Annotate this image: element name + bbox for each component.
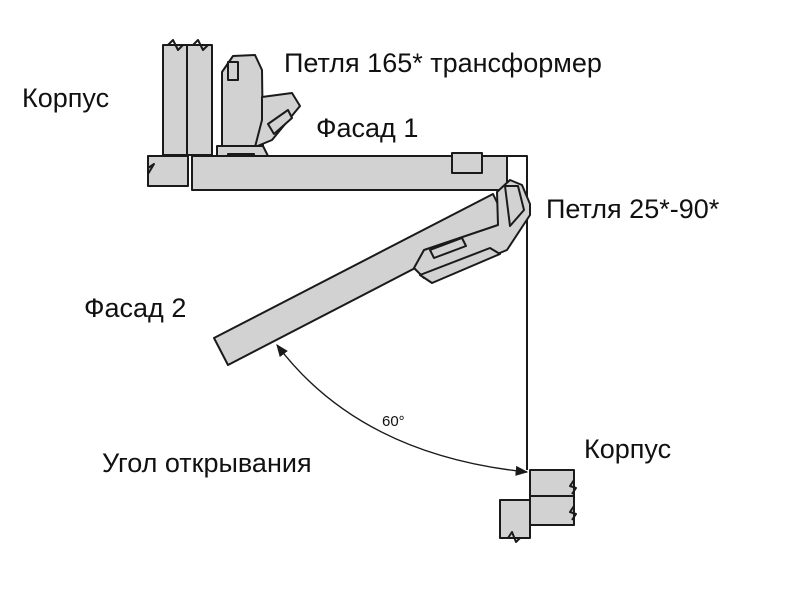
label-facade-1: Фасад 1 xyxy=(316,113,419,143)
label-facade-2: Фасад 2 xyxy=(84,293,187,323)
opening-angle-arc xyxy=(276,343,529,476)
label-hinge-25-90: Петля 25*-90* xyxy=(546,194,720,224)
hinge-25-90 xyxy=(413,179,531,284)
label-opening-angle: Угол открывания xyxy=(102,448,312,478)
label-hinge-165: Петля 165* трансформер xyxy=(284,48,602,78)
cabinet-bottom-right xyxy=(499,469,577,543)
facade-1-panel xyxy=(191,152,508,191)
label-korpus-top: Корпус xyxy=(22,83,110,113)
cabinet-top-left xyxy=(147,39,213,187)
label-angle-value: 60° xyxy=(382,413,405,430)
label-korpus-bottom: Корпус xyxy=(584,434,672,464)
facade-2-panel xyxy=(213,193,507,366)
